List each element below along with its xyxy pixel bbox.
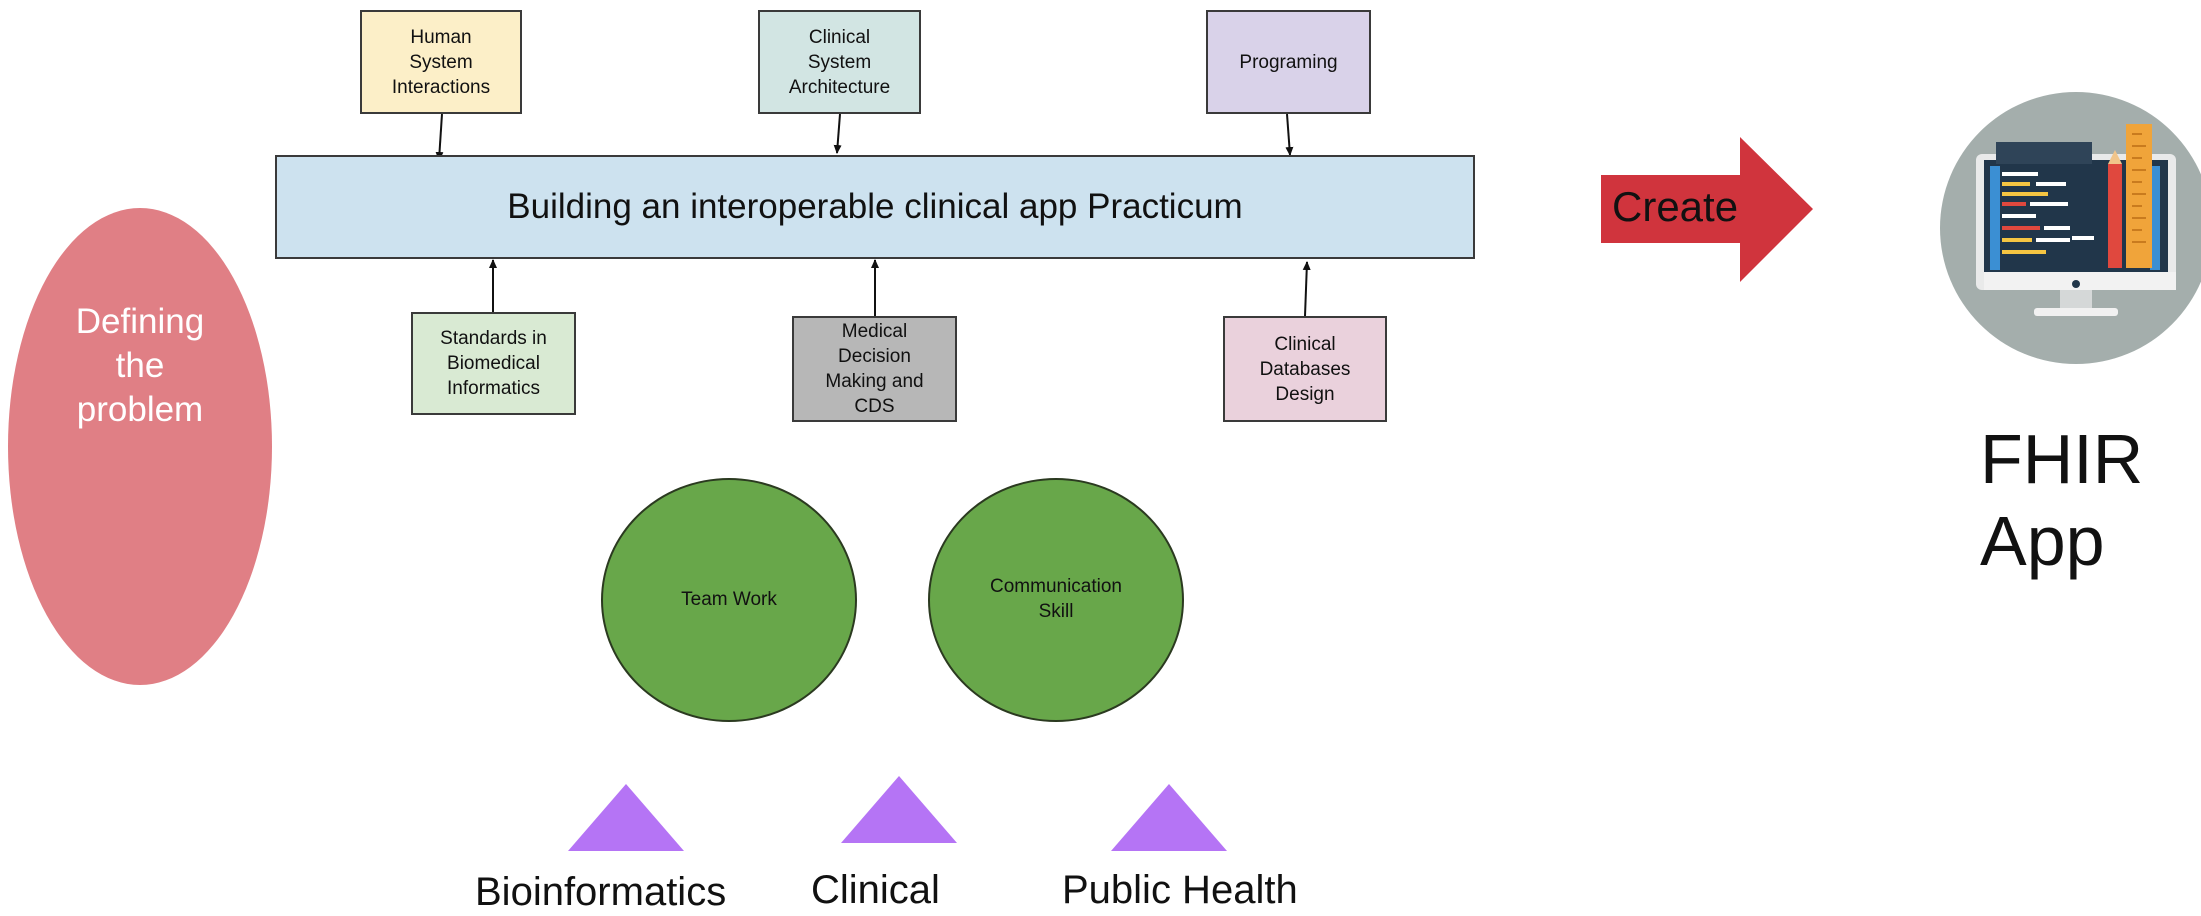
skill-circle-communication bbox=[928, 478, 1184, 722]
course-box-clinical-system-architecture: Clinical System Architecture bbox=[758, 10, 921, 114]
create-arrow bbox=[1601, 137, 1813, 282]
course-label: Medical Decision Making and CDS bbox=[825, 321, 924, 417]
course-box-medical-decision-making: Medical Decision Making and CDS bbox=[792, 316, 957, 422]
fhir-app-label: FHIR App bbox=[1980, 420, 2144, 580]
course-box-human-system-interactions: Human System Interactions bbox=[360, 10, 522, 114]
course-label: Standards in Biomedical Informatics bbox=[440, 328, 547, 399]
skill-label-communication: Communication Skill bbox=[990, 576, 1122, 622]
course-label: Clinical Databases Design bbox=[1259, 333, 1351, 405]
problem-label: Defining the problem bbox=[75, 302, 205, 429]
connector-arrow-databases bbox=[1302, 261, 1311, 317]
connector-arrow-hsi bbox=[435, 113, 444, 161]
skill-label-team-work: Team Work bbox=[681, 589, 777, 610]
course-label: Clinical System Architecture bbox=[788, 26, 891, 98]
course-box-clinical-databases-design: Clinical Databases Design bbox=[1223, 316, 1387, 422]
problem-ellipse bbox=[8, 208, 272, 685]
practicum-title: Building an interoperable clinical app P… bbox=[507, 187, 1243, 226]
track-label-clinical: Clinical bbox=[811, 868, 940, 912]
create-label: Create bbox=[1612, 183, 1739, 230]
computer-icon bbox=[1940, 92, 2201, 364]
triangle-bioinformatics bbox=[568, 784, 684, 851]
triangle-clinical bbox=[841, 776, 957, 843]
track-label-public-health: Public Health bbox=[1062, 868, 1298, 912]
course-box-programing: Programing bbox=[1206, 10, 1371, 114]
triangle-public-health bbox=[1111, 784, 1227, 851]
course-label: Human System Interactions bbox=[391, 26, 491, 98]
course-label: Programing bbox=[1239, 51, 1338, 73]
connector-arrow-programing bbox=[1285, 113, 1294, 156]
skill-circle-team-work bbox=[601, 478, 857, 722]
practicum-bar: Building an interoperable clinical app P… bbox=[275, 155, 1475, 259]
connector-arrow-csa bbox=[833, 113, 842, 154]
course-box-standards-biomedical-informatics: Standards in Biomedical Informatics bbox=[411, 312, 576, 415]
track-label-bioinformatics: Bioinformatics bbox=[475, 870, 727, 914]
